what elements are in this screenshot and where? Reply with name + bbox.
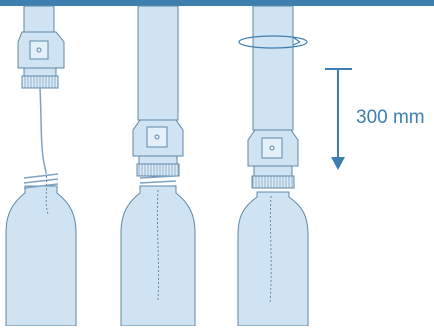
vertical-dimension-arrow-icon — [325, 68, 352, 170]
step-2-cap-ribbed-ring — [136, 163, 180, 177]
step-3-cap-window — [261, 137, 283, 159]
step-2-dip-tube — [156, 189, 160, 301]
step-1-dip-tube — [39, 87, 47, 173]
step-2-cap-window — [146, 126, 168, 148]
dimension-label: 300 mm — [356, 107, 425, 128]
rotate-arrow-icon — [238, 35, 308, 49]
step-2-bottle — [120, 185, 196, 327]
top-bar — [0, 0, 434, 6]
step-3-assembly — [237, 5, 309, 327]
step-3-tube — [252, 5, 294, 131]
step-1-bottle — [5, 185, 77, 327]
step-2-assembly — [120, 5, 196, 327]
step-1-cap-ribbed-ring — [21, 75, 59, 89]
step-2-tube — [137, 5, 179, 121]
step-3-bottle — [237, 191, 309, 327]
step-1-cap-window — [29, 40, 49, 60]
step-1-assembly — [5, 5, 77, 327]
step-1-tube — [23, 5, 55, 33]
step-3-cap-ribbed-ring — [251, 175, 295, 189]
